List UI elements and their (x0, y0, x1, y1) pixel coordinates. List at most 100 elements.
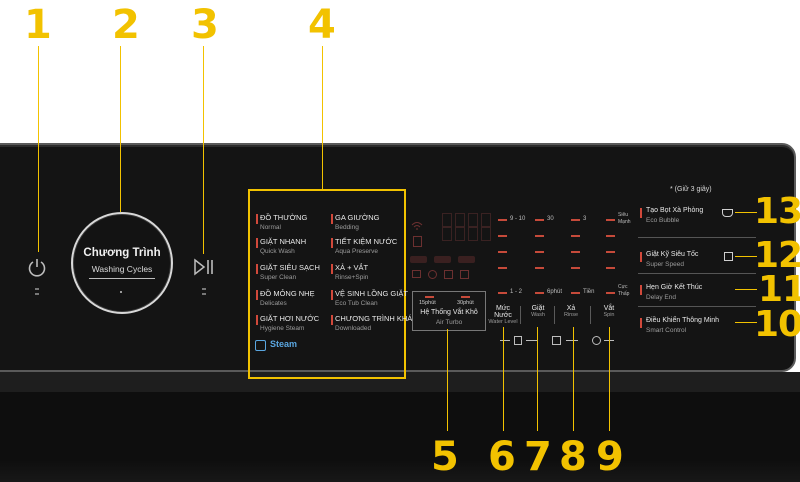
program-sub: Delicates (260, 300, 287, 307)
level-bottom-label: Tiền (583, 289, 595, 295)
program-sub: Eco Tub Clean (335, 300, 378, 307)
level-top-label: 30 (547, 216, 554, 222)
program-label[interactable]: CHƯƠNG TRÌNH KHÁC (335, 314, 418, 323)
program-label[interactable]: VỆ SINH LỒNG GIẶT (335, 289, 408, 298)
rinse-button[interactable]: Xả Rinse (558, 305, 584, 318)
divider (638, 273, 756, 274)
steam-label: Steam (270, 339, 298, 349)
callout-1-leader (38, 46, 39, 252)
callout-7-leader (537, 327, 538, 431)
program-sub: Super Clean (260, 274, 297, 281)
control-separator (590, 306, 591, 324)
callout-4: 4 (308, 2, 336, 48)
callout-6: 6 (488, 434, 516, 480)
child-lock-icon (444, 270, 453, 279)
status-icons (410, 256, 490, 284)
level-top-label: 3 (583, 216, 587, 222)
dial-title: Chương Trình (83, 247, 161, 259)
program-label[interactable]: GA GIƯỜNG (335, 213, 380, 222)
callout-3: 3 (191, 2, 219, 48)
callout-10: 10 (754, 304, 800, 345)
eco-bubble-sub: Eco Bubble (646, 217, 680, 224)
water-level-sub: Water Level (488, 319, 518, 325)
start-indicator (202, 288, 206, 298)
speed-icon (724, 252, 733, 261)
dry-sub: Air Turbo (435, 319, 463, 326)
power-icon (28, 259, 46, 277)
eco-bubble-button[interactable]: Tạo Bọt Xà Phòng Eco Bubble (640, 205, 740, 231)
super-speed-label: Giặt Kỹ Siêu Tốc (646, 251, 699, 258)
wash-button[interactable]: Giặt Wash (525, 305, 551, 318)
power-button[interactable] (26, 256, 48, 278)
bubble-icon (722, 209, 733, 217)
callout-2-leader (120, 46, 121, 212)
dry-title: Hệ Thống Vắt Khô (420, 309, 478, 316)
program-sub: Rinse+Spin (335, 274, 369, 281)
dial-subtitle: Washing Cycles (91, 264, 153, 274)
callout-4-leader (322, 46, 323, 189)
level-top-label: 9 - 10 (510, 216, 526, 222)
eco-bubble-label: Tạo Bọt Xà Phòng (646, 207, 704, 214)
callout-2: 2 (112, 2, 140, 48)
digital-display (442, 213, 492, 241)
program-label[interactable]: TIẾT KIỆM NƯỚC (335, 237, 398, 246)
dial-indicator (120, 291, 122, 293)
dry-option-2: 30phút (457, 300, 474, 306)
callout-11: 11 (758, 269, 800, 310)
level-bottom-label: Cực Thấp (618, 284, 630, 297)
program-sub: Downloaded (335, 325, 372, 332)
wash-sub: Wash (531, 312, 545, 318)
smart-control-sub: Smart Control (646, 327, 687, 334)
callout-1: 1 (24, 2, 52, 48)
control-separator (520, 306, 521, 324)
hold-note: * (Giữ 3 giây) (670, 186, 712, 193)
program-label[interactable]: GIẶT SIÊU SẠCH (260, 263, 320, 272)
callout-5: 5 (431, 434, 459, 480)
divider (638, 306, 756, 307)
super-speed-button[interactable]: Giặt Kỹ Siêu Tốc Super Speed (640, 250, 740, 276)
program-sub: Aqua Preserve (335, 248, 378, 255)
program-label[interactable]: XẢ + VẮT (335, 263, 369, 272)
start-pause-button[interactable] (193, 257, 215, 277)
level-bottom-label: 6phút (547, 289, 563, 295)
delay-end-sub: Delay End (646, 294, 676, 301)
callout-5-leader (447, 329, 448, 431)
spin-button[interactable]: Vắt Spin (596, 305, 622, 318)
wifi-icon (411, 217, 423, 235)
program-label[interactable]: ĐỒ THƯỜNG (260, 213, 308, 222)
program-dial[interactable]: Chương Trình Washing Cycles (71, 212, 173, 314)
lock-icon (412, 270, 421, 278)
divider (638, 237, 756, 238)
delay-end-label: Hẹn Giờ Kết Thúc (646, 284, 703, 291)
callout-9: 9 (596, 434, 624, 480)
callout-9-leader (609, 327, 610, 431)
smart-control-button[interactable]: Điều Khiển Thông Minh Smart Control (640, 316, 740, 342)
level-bottom-label: 1 - 2 (510, 289, 523, 295)
water-level-button[interactable]: Mức Nước Water Level (488, 305, 518, 325)
callout-13: 13 (754, 191, 800, 232)
spin-label: Vắt (603, 305, 615, 312)
play-pause-icon (194, 258, 213, 276)
program-label[interactable]: GIẶT HƠI NƯỚC (260, 314, 320, 323)
callout-6-leader (503, 327, 504, 431)
callout-10-leader (735, 322, 757, 323)
machine-body (0, 372, 800, 482)
power-indicator (35, 288, 39, 298)
delay-end-button[interactable]: Hẹn Giờ Kết Thúc Delay End (640, 283, 740, 309)
rinse-plus-icon (552, 336, 561, 345)
air-turbo-button[interactable]: 15phút 30phút Hệ Thống Vắt Khô Air Turbo (412, 291, 486, 331)
callout-3-leader (203, 46, 204, 254)
program-sub: Bedding (335, 224, 359, 231)
program-label[interactable]: GIẶT NHANH (260, 237, 307, 246)
program-label[interactable]: ĐỒ MỎNG NHẸ (260, 289, 315, 298)
callout-7: 7 (524, 434, 552, 480)
callout-8-leader (573, 327, 574, 431)
steam-icon (255, 340, 266, 351)
no-spin-icon (592, 336, 601, 345)
level-top-label: Siêu Mạnh (618, 212, 631, 225)
tub-icon (514, 336, 522, 345)
wash-label: Giặt (531, 305, 545, 312)
water-level-label: Mức Nước (494, 305, 512, 319)
callout-12: 12 (754, 235, 800, 276)
dial-underline (89, 278, 155, 279)
